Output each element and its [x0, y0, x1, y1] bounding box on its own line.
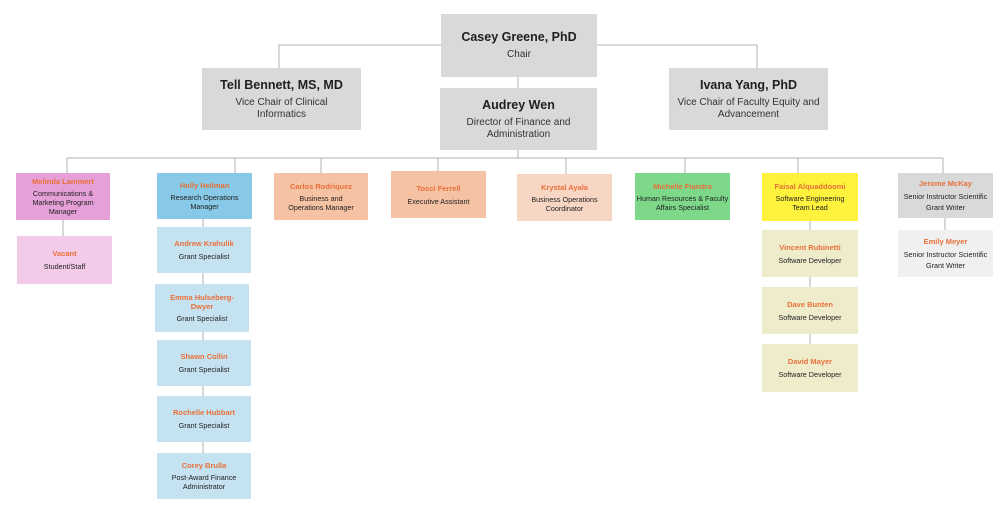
emily-name: Emily Meyer: [923, 236, 968, 246]
melinda-title: Communications & Marketing Program Manag…: [32, 189, 94, 216]
krystal-name: Krystal Ayala: [541, 182, 588, 192]
corey-title: Post-Award Finance Administrator: [171, 473, 237, 491]
emma-box: Emma Hulseberg-Dwyer Grant Specialist: [155, 284, 249, 332]
krystal-box: Krystal Ayala Business Operations Coordi…: [517, 174, 612, 221]
holly-box: Holly Heilman Research Operations Manage…: [157, 173, 252, 219]
director-name: Audrey Wen: [482, 97, 555, 112]
emily-title: Senior Instructor Scientific Grant Write…: [903, 249, 988, 270]
faisal-name: Faisal Alquaddoomi: [774, 182, 846, 191]
michelle-box: Michelle Fiandra Human Resources & Facul…: [635, 173, 730, 220]
david-box: David Mayer Software Developer: [762, 344, 858, 392]
david-title: Software Developer: [778, 370, 842, 379]
rochelle-box: Rochelle Hubbart Grant Specialist: [157, 396, 251, 442]
jerome-box: Jerome McKay Senior Instructor Scientifi…: [898, 173, 993, 218]
corey-name: Corey Brulla: [181, 461, 227, 470]
chair-title: Chair: [507, 49, 531, 60]
jerome-title: Senior Instructor Scientific Grant Write…: [903, 191, 988, 212]
vice-chair-faculty-name: Ivana Yang, PhD: [699, 77, 798, 92]
tocci-box: Tocci Ferrell Executive Assistant: [391, 171, 486, 218]
rochelle-title: Grant Specialist: [178, 421, 230, 430]
tocci-name: Tocci Ferrell: [416, 183, 461, 193]
vacant-name: Vacant: [52, 249, 77, 258]
vice-chair-clinical-name: Tell Bennett, MS, MD: [220, 77, 343, 92]
chair-name: Casey Greene, PhD: [461, 30, 577, 44]
dave-name: Dave Bunten: [787, 299, 833, 309]
vice-chair-clinical-title: Vice Chair of Clinical Informatics: [235, 96, 328, 120]
emma-title: Grant Specialist: [176, 314, 228, 323]
rochelle-name: Rochelle Hubbart: [172, 408, 236, 417]
vincent-box: Vincent Rubinetti Software Developer: [762, 230, 858, 277]
andrew-title: Grant Specialist: [178, 252, 230, 261]
emma-name: Emma Hulseberg-Dwyer: [170, 293, 234, 311]
shawn-box: Shawn Collin Grant Specialist: [157, 340, 251, 386]
dave-box: Dave Bunten Software Developer: [762, 287, 858, 334]
faisal-title: Software Engineering Team Lead: [775, 194, 845, 212]
director-title: Director of Finance and Administration: [466, 116, 571, 140]
andrew-name: Andrew Krahulik: [174, 239, 234, 248]
jerome-name: Jerome McKay: [919, 178, 972, 188]
vice-chair-faculty-title: Vice Chair of Faculty Equity and Advance…: [677, 96, 820, 120]
director-box: Audrey Wen Director of Finance and Admin…: [440, 88, 597, 150]
shawn-name: Shawn Collin: [180, 352, 228, 361]
michelle-name: Michelle Fiandra: [653, 181, 712, 191]
vice-chair-clinical-box: Tell Bennett, MS, MD Vice Chair of Clini…: [202, 68, 361, 130]
carlos-box: Carlos Rodriquez Business and Operations…: [274, 173, 368, 220]
david-name: David Mayer: [787, 357, 833, 366]
corey-box: Corey Brulla Post-Award Finance Administ…: [157, 453, 251, 499]
krystal-title: Business Operations Coordinator: [531, 194, 598, 213]
shawn-title: Grant Specialist: [178, 365, 230, 374]
vacant-box: Vacant Student/Staff: [17, 236, 112, 284]
melinda-name: Melinda Lammert: [32, 177, 94, 186]
holly-title: Research Operations Manager: [170, 193, 239, 211]
vincent-name: Vincent Rubinetti: [779, 242, 841, 252]
chair-box: Casey Greene, PhD Chair: [441, 14, 597, 77]
dave-title: Software Developer: [778, 312, 842, 322]
tocci-title: Executive Assistant: [407, 196, 470, 206]
faisal-box: Faisal Alquaddoomi Software Engineering …: [762, 173, 858, 221]
holly-name: Holly Heilman: [179, 181, 230, 190]
melinda-box: Melinda Lammert Communications & Marketi…: [16, 173, 110, 220]
andrew-box: Andrew Krahulik Grant Specialist: [157, 227, 251, 273]
michelle-title: Human Resources & Faculty Affairs Specia…: [636, 193, 729, 212]
vice-chair-faculty-box: Ivana Yang, PhD Vice Chair of Faculty Eq…: [669, 68, 828, 130]
carlos-title: Business and Operations Manager: [288, 193, 354, 212]
carlos-name: Carlos Rodriquez: [289, 181, 353, 191]
vincent-title: Software Developer: [778, 255, 842, 265]
vacant-title: Student/Staff: [43, 262, 86, 271]
emily-box: Emily Meyer Senior Instructor Scientific…: [898, 230, 993, 277]
